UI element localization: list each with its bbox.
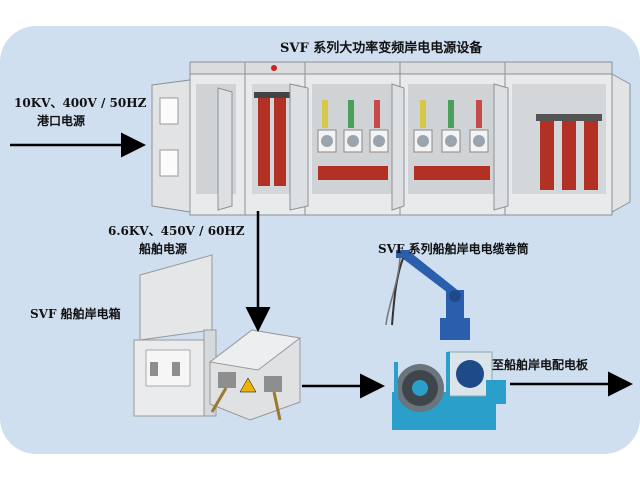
cabinet-open-doors [151, 73, 631, 213]
cable-reel-label: SVF 系列船舶岸电电缆卷筒 [378, 242, 529, 256]
svf-power-cabinet-row [151, 61, 631, 216]
ship-spec-label: 6.6KV、450V / 60HZ [108, 224, 245, 238]
shore-power-box [133, 254, 217, 417]
transformer-right [536, 114, 602, 190]
input-spec-label: 10KV、400V / 50HZ [14, 96, 147, 110]
cable-crane [385, 250, 470, 340]
inverter-modules-2 [413, 100, 490, 180]
cable-reel [392, 351, 506, 430]
port-power-label: 港口电源 [37, 114, 86, 128]
shore-box-label: SVF 船舶岸电箱 [30, 307, 121, 321]
ship-junction-box [208, 329, 302, 421]
transformer-left [254, 92, 290, 186]
diagram-title: SVF 系列大功率变频岸电电源设备 [280, 41, 483, 56]
ship-power-label: 船舶电源 [139, 242, 188, 256]
output-label: 至船舶岸电配电板 [492, 358, 589, 372]
inverter-modules-1 [317, 100, 389, 180]
